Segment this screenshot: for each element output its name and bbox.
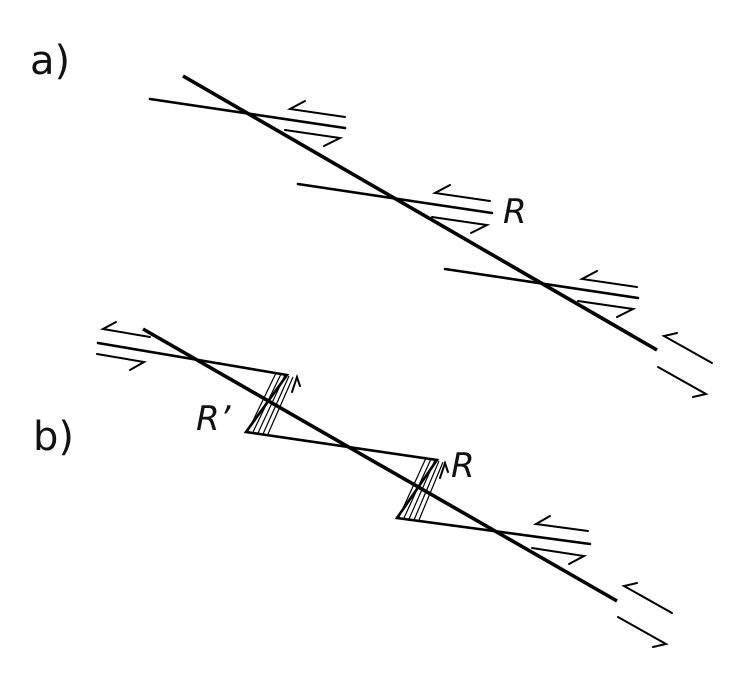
sense-arrow-right (577, 300, 637, 318)
main-fault-sense-a (657, 332, 713, 398)
panel-a: a) R (30, 38, 713, 398)
riedel-label-r-a: R (503, 192, 527, 232)
main-fault-sense-b (617, 582, 673, 648)
sense-arrow-right (284, 129, 344, 147)
hatched-zone-upper (247, 372, 301, 435)
riedel-shear-a2 (296, 182, 494, 234)
sense-arrow-small (291, 373, 301, 393)
panel-a-label: a) (30, 38, 70, 84)
shear-sense-b-left (96, 321, 151, 371)
riedel-label-r-b: R (451, 446, 475, 486)
sense-arrow-left (578, 270, 638, 288)
panel-b-label: b) (33, 414, 74, 460)
main-fault-a (182, 74, 658, 352)
sense-arrow-left (286, 100, 346, 118)
main-fault-b (142, 327, 618, 603)
sense-arrow-left (431, 184, 491, 202)
sense-arrow-small (439, 459, 449, 479)
riedel-label-r-prime: R’ (196, 399, 232, 439)
hatched-zone-lower (398, 457, 449, 521)
panel-b: b) (33, 321, 673, 648)
shear-sense-b-right (531, 515, 589, 565)
sense-arrow-right (431, 216, 491, 234)
riedel-shear-a3 (443, 267, 640, 318)
riedel-shear-a1 (148, 97, 347, 147)
riedel-zigzag-b (96, 341, 592, 546)
